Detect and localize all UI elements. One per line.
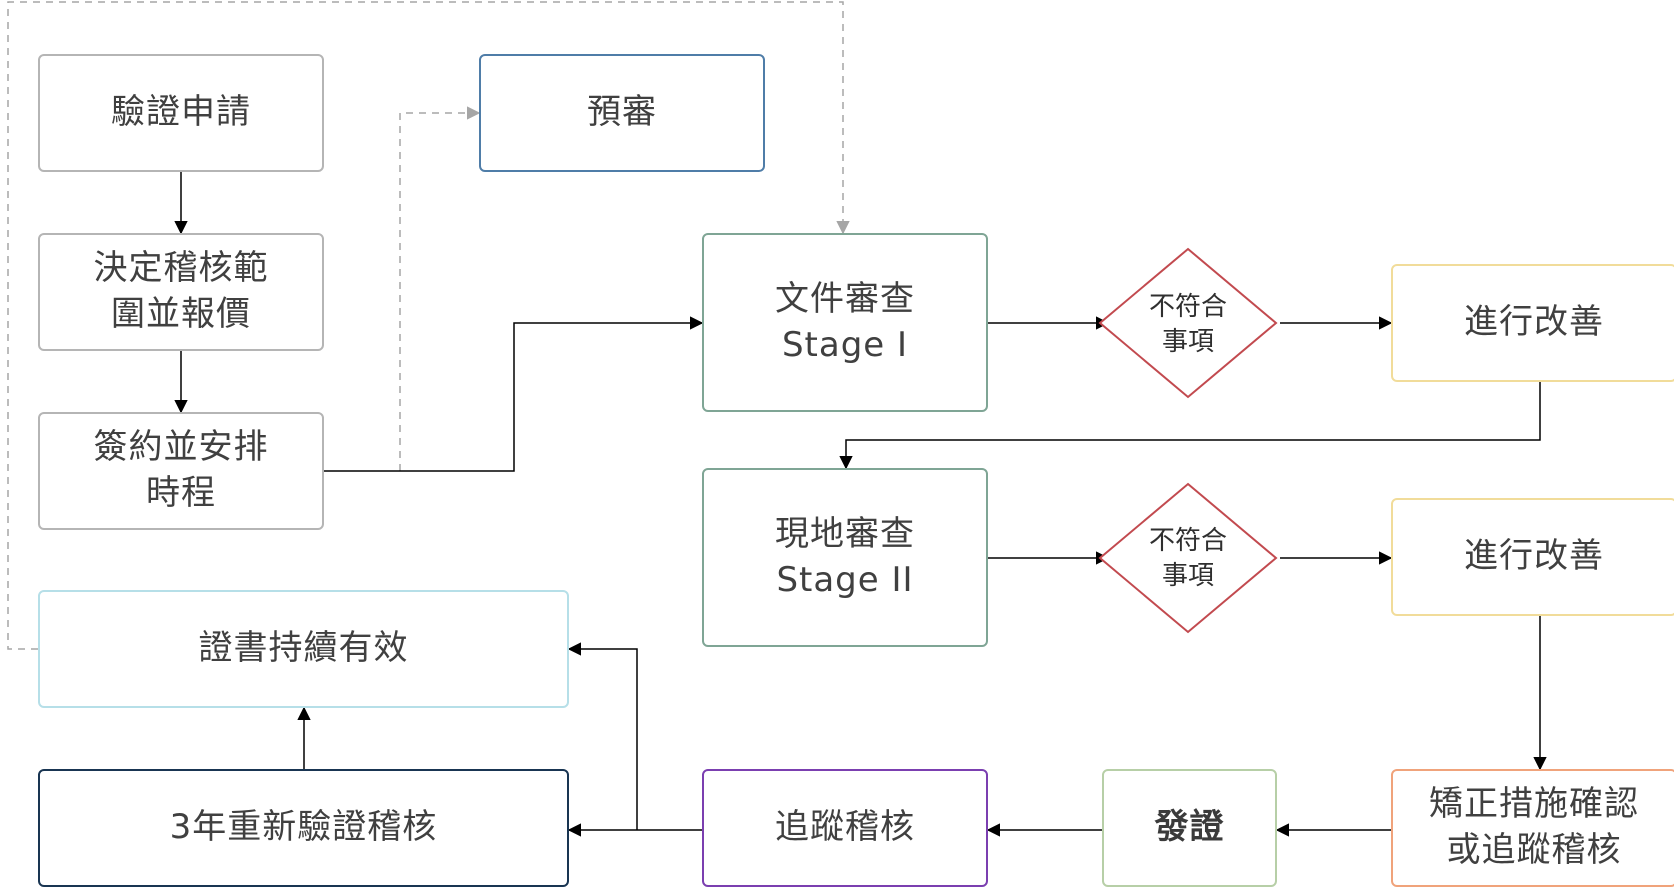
corrective-action-label: 矯正措施確認 或追蹤稽核 (1429, 784, 1639, 870)
certificate-valid-label: 證書持續有效 (198, 628, 409, 669)
stage1-label: 文件審查 Stage I (775, 278, 915, 365)
application-box[interactable]: 驗證申請 (38, 54, 324, 172)
connector-contract-to-stage1 (324, 316, 704, 472)
recertification-label: 3年重新驗證稽核 (169, 807, 438, 848)
application-label: 驗證申請 (111, 92, 251, 133)
pre-review-box[interactable]: 預審 (479, 54, 765, 172)
contract-schedule-box[interactable]: 簽約並安排 時程 (38, 412, 324, 530)
scope-quote-label: 決定稽核範 圍並報價 (93, 248, 269, 334)
connector-followup-to-valid (567, 642, 638, 830)
improvement-box-1[interactable]: 進行改善 (1391, 264, 1674, 382)
follow-up-label: 追蹤稽核 (775, 807, 915, 848)
connector-improvement1-to-stage2 (839, 382, 1541, 470)
follow-up-audit-box[interactable]: 追蹤稽核 (702, 769, 988, 887)
nonconformity-diamond-2[interactable] (1098, 482, 1278, 634)
recertification-box[interactable]: 3年重新驗證稽核 (38, 769, 569, 887)
improvement-label-2: 進行改善 (1464, 536, 1604, 577)
pre-review-label: 預審 (587, 92, 657, 133)
stage1-document-review-box[interactable]: 文件審查 Stage I (702, 233, 988, 412)
corrective-action-box[interactable]: 矯正措施確認 或追蹤稽核 (1391, 769, 1674, 887)
improvement-label-1: 進行改善 (1464, 302, 1604, 343)
scope-quote-box[interactable]: 決定稽核範 圍並報價 (38, 233, 324, 351)
stage2-onsite-review-box[interactable]: 現地審查 Stage II (702, 468, 988, 647)
issue-certificate-label: 發證 (1154, 807, 1225, 848)
connector-contract-to-prereview (399, 106, 481, 471)
contract-schedule-label: 簽約並安排 時程 (93, 427, 269, 513)
improvement-box-2[interactable]: 進行改善 (1391, 498, 1674, 616)
certificate-valid-box[interactable]: 證書持續有效 (38, 590, 569, 708)
nonconformity-diamond-1[interactable] (1098, 247, 1278, 399)
stage2-label: 現地審查 Stage II (775, 513, 915, 600)
issue-certificate-box[interactable]: 發證 (1102, 769, 1277, 887)
connector-valid-to-stage1 (7, 1, 850, 650)
